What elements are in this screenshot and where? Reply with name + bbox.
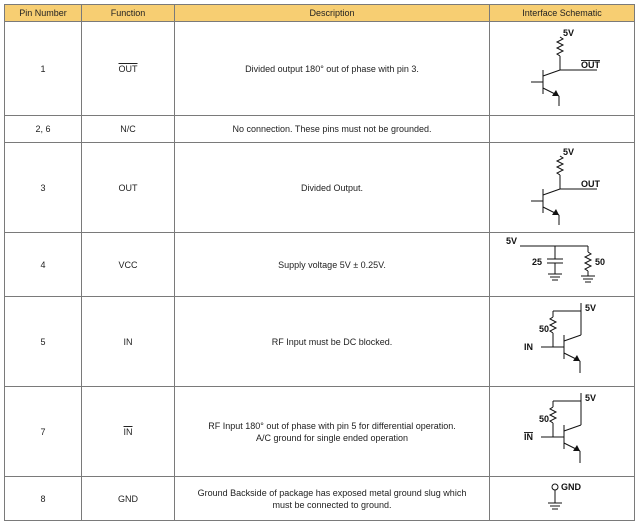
header-pin-number: Pin Number [4, 4, 82, 22]
description-line: RF Input must be DC blocked. [271, 336, 393, 347]
function-label: IN [123, 426, 133, 437]
description-line: Divided Output. [300, 182, 364, 193]
capacitor-value-label: 25 [532, 257, 542, 267]
table-row: 1 OUT Divided output 180° out of phase w… [4, 21, 635, 116]
supply-label: 5V [585, 303, 596, 313]
supply-label: 5V [585, 393, 596, 403]
function-cell: OUT [81, 21, 175, 116]
schematic-cell-empty [489, 115, 635, 143]
ground-label: GND [561, 482, 582, 492]
transistor-out-inverted-schematic: 5V OUT [531, 28, 601, 106]
header-function: Function [81, 4, 175, 22]
description-cell: RF Input 180° out of phase with pin 5 fo… [174, 386, 490, 477]
input-label: IN [524, 342, 533, 352]
transistor-in-schematic: 5V 50 IN [524, 302, 596, 373]
pin-number-cell: 2, 6 [4, 115, 82, 143]
pin-number-cell: 7 [4, 386, 82, 477]
description-cell: No connection. These pins must not be gr… [174, 115, 490, 143]
supply-label: 5V [563, 28, 574, 38]
header-description: Description [174, 4, 490, 22]
pin-number-cell: 3 [4, 142, 82, 233]
resistor-value-label: 50 [539, 414, 549, 424]
function-label: VCC [118, 259, 138, 270]
description-cell: Divided output 180° out of phase with pi… [174, 21, 490, 116]
pin-description-table: Pin Number Function Description Interfac… [4, 4, 635, 521]
function-cell: IN [81, 296, 175, 387]
function-label: GND [118, 493, 138, 504]
ground-schematic: GND [548, 482, 582, 509]
description-line: A/C ground for single ended operation [255, 432, 409, 443]
input-label: IN [524, 432, 533, 442]
function-cell: VCC [81, 232, 175, 297]
function-label: N/C [120, 124, 136, 134]
description-cell: Ground Backside of package has exposed m… [174, 476, 490, 521]
schematic-cell: 5V OUT [489, 142, 635, 233]
table-row: 5 IN RF Input must be DC blocked. [4, 296, 635, 387]
description-cell: Supply voltage 5V ± 0.25V. [174, 232, 490, 297]
schematic-cell: 5V 25 50 [489, 232, 635, 297]
pin-number-cell: 8 [4, 476, 82, 521]
function-label: OUT [118, 63, 138, 74]
description-cell: Divided Output. [174, 142, 490, 233]
function-cell: GND [81, 476, 175, 521]
description-line: Supply voltage 5V ± 0.25V. [278, 259, 386, 270]
description-line: Ground Backside of package has exposed m… [197, 487, 467, 498]
schematic-cell: 5V 50 IN [489, 296, 635, 387]
transistor-out-schematic: 5V OUT [531, 147, 601, 225]
table-row: 4 VCC Supply voltage 5V ± 0.25V. [4, 232, 635, 297]
description-line: must be connected to ground. [272, 499, 392, 510]
supply-label: 5V [563, 147, 574, 157]
supply-label: 5V [506, 236, 517, 246]
description-line: Divided output 180° out of phase with pi… [245, 63, 419, 74]
table-row: 8 GND Ground Backside of package has exp… [4, 476, 635, 521]
schematic-cell: GND [489, 476, 635, 521]
pin-number-cell: 5 [4, 296, 82, 387]
transistor-in-inverted-schematic: 5V 50 IN [524, 392, 596, 463]
function-cell: OUT [81, 142, 175, 233]
schematic-cell: 5V OUT [489, 21, 635, 116]
function-cell: IN [81, 386, 175, 477]
function-label: IN [123, 336, 133, 347]
function-label: OUT [118, 182, 138, 193]
table-header-row: Pin Number Function Description Interfac… [4, 4, 635, 22]
output-label: OUT [581, 179, 601, 189]
description-line: No connection. These pins must not be gr… [232, 124, 432, 134]
table-row: 3 OUT Divided Output. 5V [4, 142, 635, 233]
schematic-cell: 5V 50 IN [489, 386, 635, 477]
header-interface-schematic: Interface Schematic [489, 4, 635, 22]
description-cell: RF Input must be DC blocked. [174, 296, 490, 387]
resistor-value-label: 50 [539, 324, 549, 334]
description-line: RF Input 180° out of phase with pin 5 fo… [208, 420, 456, 431]
vcc-decoupling-schematic: 5V 25 50 [506, 236, 605, 282]
resistor-value-label: 50 [595, 257, 605, 267]
pin-number-cell: 4 [4, 232, 82, 297]
function-cell: N/C [81, 115, 175, 143]
table-row: 2, 6 N/C No connection. These pins must … [4, 115, 635, 143]
table-row: 7 IN RF Input 180° out of phase with pin… [4, 386, 635, 477]
pin-number-cell: 1 [4, 21, 82, 116]
output-label: OUT [581, 60, 601, 70]
